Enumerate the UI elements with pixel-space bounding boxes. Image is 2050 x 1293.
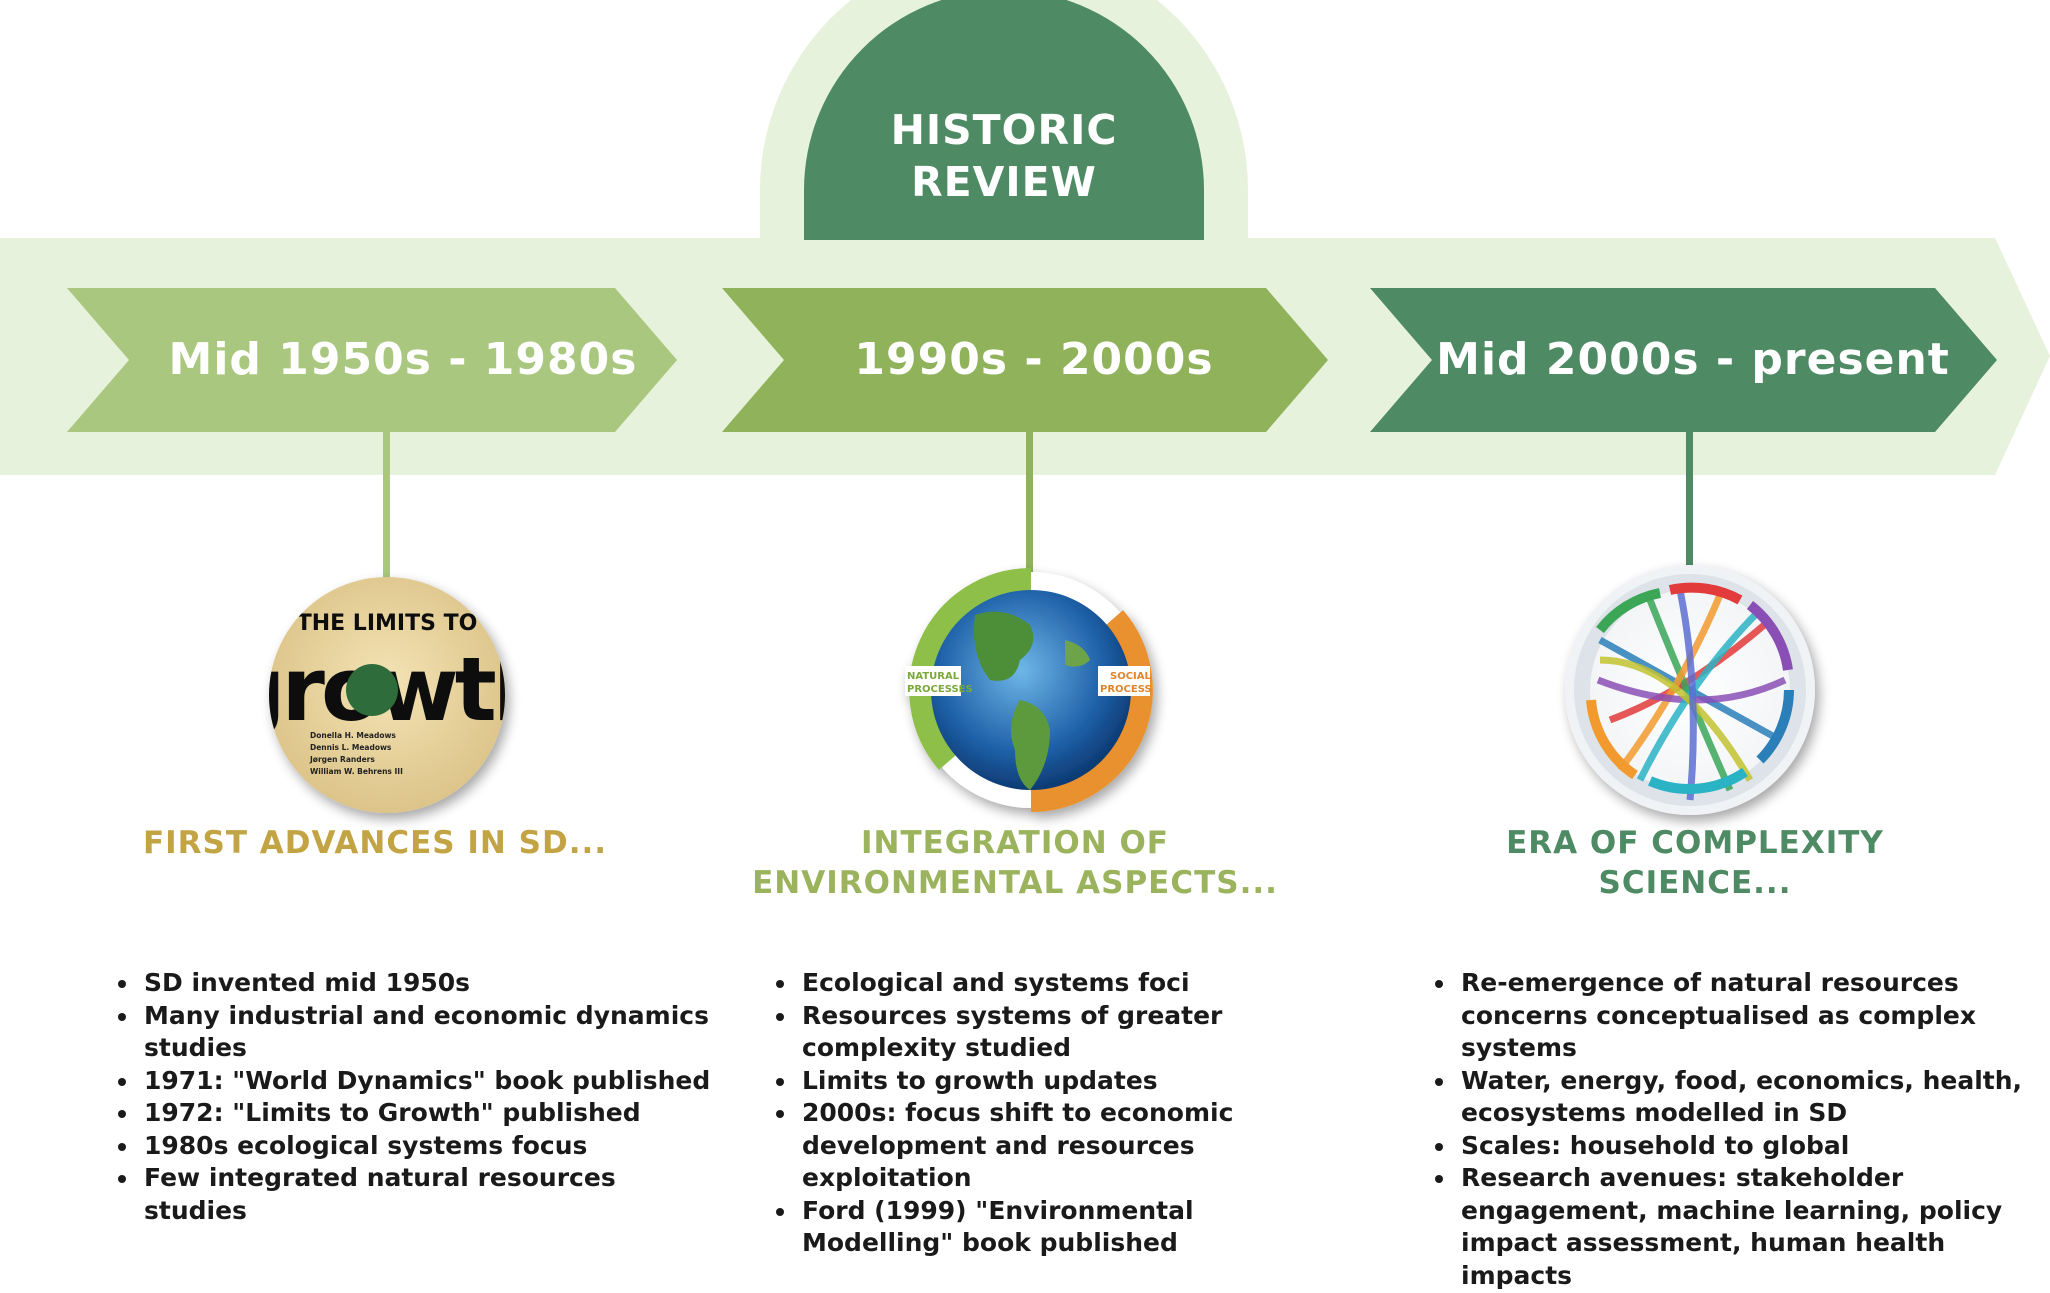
bullet-list-3: Re-emergence of natural resources concer… (1417, 967, 2050, 1292)
list-item: Ecological and systems foci (798, 967, 1318, 1000)
banner-title: HISTORIC REVIEW (804, 104, 1204, 208)
section-title-1: FIRST ADVANCES IN SD... (95, 823, 655, 863)
period-chevron-1 (67, 288, 677, 432)
svg-text:Dennis L. Meadows: Dennis L. Meadows (310, 743, 392, 752)
connector-line-1 (383, 432, 390, 582)
banner-title-line1: HISTORIC (890, 106, 1118, 154)
period-chevron-2 (722, 288, 1328, 432)
section-title-2-line2: ENVIRONMENTAL ASPECTS... (752, 865, 1278, 901)
svg-text:Jørgen Randers: Jørgen Randers (309, 755, 375, 764)
globe-icon (346, 664, 398, 716)
section-title-3-line1: ERA OF COMPLEXITY (1506, 825, 1884, 861)
list-item: 1980s ecological systems focus (140, 1130, 720, 1163)
period-label-3: Mid 2000s - present (1436, 334, 1950, 385)
list-item: 1972: "Limits to Growth" published (140, 1097, 720, 1130)
list-item: Re-emergence of natural resources concer… (1457, 967, 2050, 1065)
list-item: Resources systems of greater complexity … (798, 1000, 1318, 1065)
bullet-list-2: Ecological and systems foci Resources sy… (758, 967, 1318, 1260)
svg-text:Donella H. Meadows: Donella H. Meadows (310, 731, 396, 740)
list-item: Water, energy, food, economics, health, … (1457, 1065, 2050, 1130)
section-title-3-line2: SCIENCE... (1598, 865, 1792, 901)
period-label-1: Mid 1950s - 1980s (168, 334, 638, 385)
historic-review-banner (804, 0, 1204, 240)
bullet-list-1: SD invented mid 1950s Many industrial an… (100, 967, 720, 1227)
banner-title-line2: REVIEW (911, 158, 1097, 206)
svg-text:William W. Behrens III: William W. Behrens III (310, 767, 403, 776)
list-item: Many industrial and economic dynamics st… (140, 1000, 720, 1065)
section-title-2-line1: INTEGRATION OF (860, 825, 1169, 861)
svg-text:PROCESSES: PROCESSES (907, 684, 973, 695)
connector-line-2 (1026, 432, 1033, 582)
period-label-2: 1990s - 2000s (854, 334, 1214, 385)
svg-text:SOCIAL: SOCIAL (1110, 671, 1152, 682)
list-item: 1971: "World Dynamics" book published (140, 1065, 720, 1098)
svg-text:NATURAL: NATURAL (907, 671, 960, 682)
complexity-chord-image (1565, 565, 1815, 815)
section-title-3: ERA OF COMPLEXITY SCIENCE... (1400, 823, 1990, 903)
earth-processes-image: NATURAL PROCESSES SOCIAL PROCESS (905, 568, 1153, 812)
svg-text:PROCESS: PROCESS (1100, 684, 1152, 695)
list-item: Ford (1999) "Environmental Modelling" bo… (798, 1195, 1318, 1260)
list-item: 2000s: focus shift to economic developme… (798, 1097, 1318, 1195)
list-item: Limits to growth updates (798, 1065, 1318, 1098)
period-chevron-3 (1370, 288, 1997, 432)
connector-line-3 (1686, 432, 1693, 582)
list-item: Few integrated natural resources studies (140, 1162, 720, 1227)
list-item: Research avenues: stakeholder engagement… (1457, 1162, 2050, 1292)
section-title-1-line1: FIRST ADVANCES IN SD... (142, 825, 608, 861)
list-item: SD invented mid 1950s (140, 967, 720, 1000)
svg-text:THE LIMITS TO: THE LIMITS TO (297, 611, 478, 636)
section-title-2: INTEGRATION OF ENVIRONMENTAL ASPECTS... (700, 823, 1330, 903)
limits-to-growth-cover-image: THE LIMITS TO growth Donella H. Meadows … (269, 577, 505, 813)
list-item: Scales: household to global (1457, 1130, 2050, 1163)
